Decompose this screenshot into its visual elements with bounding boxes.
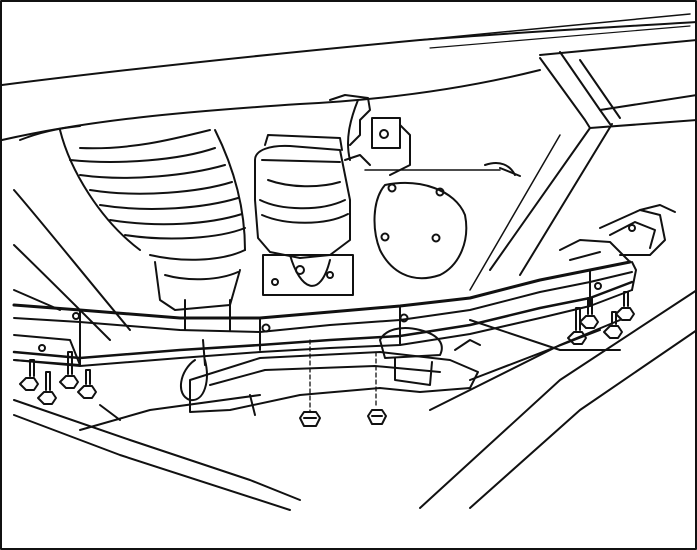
mount-nut-right	[367, 409, 387, 425]
fastener-guide-lines	[309, 339, 377, 413]
side-rail-right	[469, 39, 697, 291]
floor-pan	[1, 13, 697, 141]
crossmember-bracket-left	[13, 334, 81, 366]
mount-nut-left	[299, 411, 321, 427]
inspection-cover	[373, 182, 468, 280]
crossmember-bracket-right	[599, 204, 676, 256]
floor-lines-right	[419, 289, 697, 509]
transmission-mount	[189, 327, 481, 416]
upper-mount	[329, 94, 521, 177]
crossmember-bolts-right	[567, 291, 635, 345]
rear-housing	[254, 134, 354, 296]
transmission-crossmember	[12, 239, 637, 367]
crossmember-bolts-left	[19, 351, 97, 405]
transmission-housing	[59, 129, 246, 331]
side-rail-left	[13, 189, 301, 511]
